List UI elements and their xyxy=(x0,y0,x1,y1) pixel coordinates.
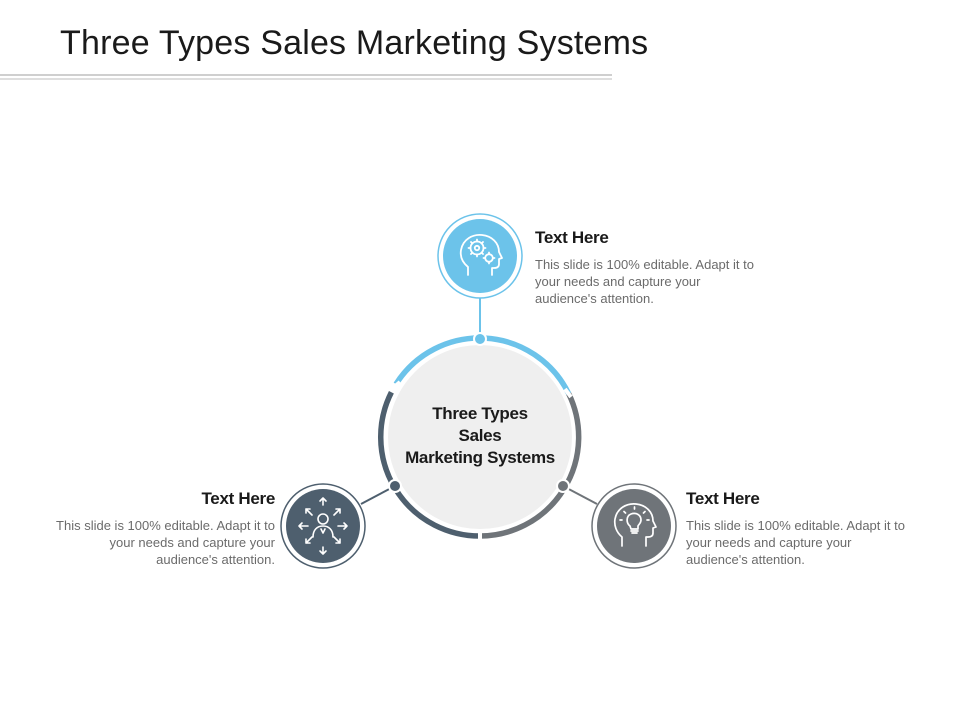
person-arrows-icon xyxy=(298,497,348,555)
center-label-line3: Marketing Systems xyxy=(405,448,555,467)
head-lightbulb-icon xyxy=(613,503,657,547)
connector-dot-right xyxy=(556,479,570,493)
item-description: This slide is 100% editable. Adapt it to… xyxy=(56,518,275,567)
head-gears-icon xyxy=(459,234,503,276)
item-description: This slide is 100% editable. Adapt it to… xyxy=(535,257,754,306)
item-heading: Text Here xyxy=(201,489,275,508)
title-divider xyxy=(0,74,612,80)
center-label-line2: Sales xyxy=(458,426,502,445)
item-right-text: Text Here This slide is 100% editable. A… xyxy=(686,489,916,568)
page-title: Three Types Sales Marketing Systems xyxy=(60,24,649,62)
center-label: Three Types Sales Marketing Systems xyxy=(385,403,575,469)
item-heading: Text Here xyxy=(686,489,760,508)
center-circle xyxy=(388,345,572,529)
node-right xyxy=(591,483,677,569)
item-heading: Text Here xyxy=(535,228,609,247)
item-left-text: Text Here This slide is 100% editable. A… xyxy=(45,489,275,568)
connector-dot-top xyxy=(473,332,487,346)
node-top xyxy=(437,213,523,299)
center-label-line1: Three Types xyxy=(432,404,528,423)
item-description: This slide is 100% editable. Adapt it to… xyxy=(686,518,905,567)
connector-dot-left xyxy=(388,479,402,493)
node-left xyxy=(280,483,366,569)
item-top-text: Text Here This slide is 100% editable. A… xyxy=(535,228,765,307)
